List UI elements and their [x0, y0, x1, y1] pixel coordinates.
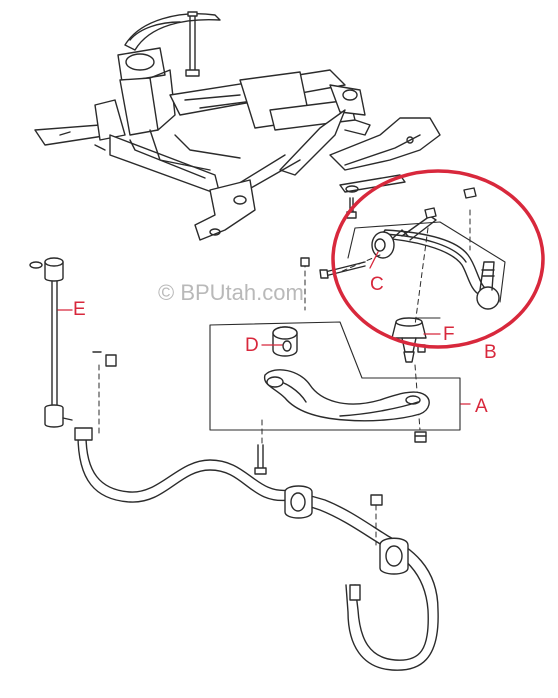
- stabilizer-end-bracket: [349, 584, 361, 601]
- label-d: D: [245, 335, 259, 356]
- part-a-control-arm: [263, 369, 430, 422]
- part-b-top-bolt: [463, 187, 477, 199]
- lower-bolt: [254, 444, 267, 475]
- bracket-plate: [329, 117, 441, 171]
- label-f: F: [443, 324, 455, 345]
- upper-stud: [300, 257, 310, 267]
- watermark-text: © BPUtah.com: [158, 280, 304, 305]
- part-b-nut: [424, 207, 437, 219]
- part-b-control-arm: [379, 215, 500, 310]
- label-a: A: [475, 396, 488, 417]
- construction-lines: [209, 221, 506, 431]
- part-e-nut: [92, 351, 117, 367]
- stabilizer-bushing-right: [379, 537, 409, 575]
- label-e: E: [73, 299, 86, 320]
- label-leader-lines: [57, 251, 471, 405]
- highlight-circle: [331, 169, 545, 349]
- horizontal-bolt: [319, 261, 366, 279]
- stabilizer-bar: [74, 427, 439, 671]
- stabilizer-bushing-left: [284, 485, 313, 519]
- label-c: C: [370, 274, 384, 295]
- subframe-bolt: [185, 11, 200, 77]
- part-a-nut: [414, 431, 427, 443]
- label-b: B: [484, 342, 497, 363]
- part-c-bushing: [371, 229, 409, 259]
- bracket-strap: [339, 174, 406, 193]
- part-f-mount: [391, 317, 427, 363]
- subframe-crossmember: [34, 13, 371, 241]
- part-d-bushing: [272, 326, 298, 357]
- part-e-stabilizer-link: [29, 257, 73, 428]
- stabilizer-nut: [370, 494, 383, 506]
- alignment-lines: [98, 209, 471, 546]
